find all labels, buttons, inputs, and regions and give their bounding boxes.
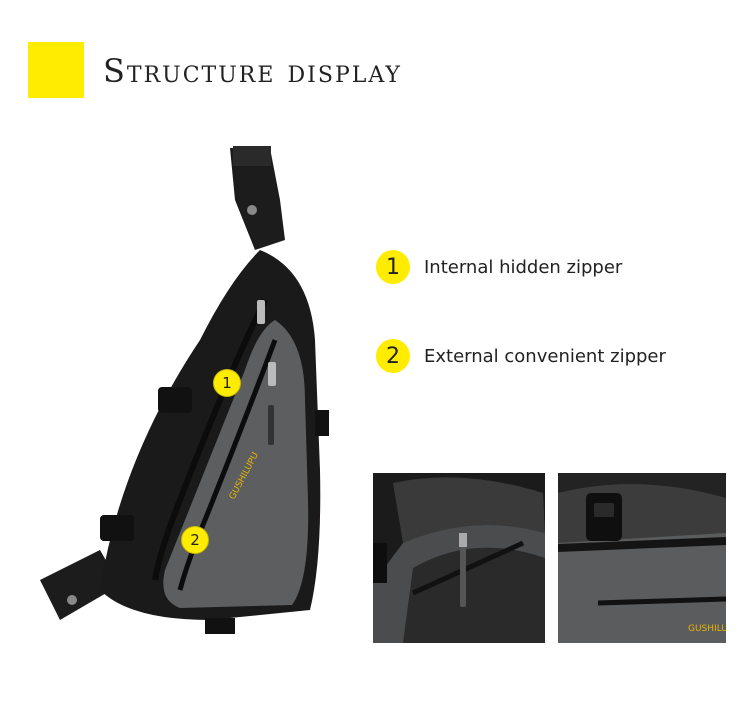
bag-marker-2: 2 [181,526,209,554]
feature-label: External convenient zipper [424,345,666,367]
feature-label: Internal hidden zipper [424,256,623,278]
feature-number-badge: 2 [376,339,410,373]
detail-photo-internal-zipper [373,473,545,643]
bag-product-image: GUSHILUPU 1 2 [30,140,340,650]
bag-illustration: GUSHILUPU [40,146,329,634]
feature-external-zipper: 2 External convenient zipper [376,339,666,373]
detail-photo-buckle-pocket: GUSHILUPU [558,473,726,643]
page-title: Structure display [103,52,402,90]
photo-brand-text: GUSHILUPU [688,624,726,634]
bag-marker-1: 1 [213,369,241,397]
feature-internal-zipper: 1 Internal hidden zipper [376,250,622,284]
feature-number-badge: 1 [376,250,410,284]
header-accent-square [28,42,84,98]
